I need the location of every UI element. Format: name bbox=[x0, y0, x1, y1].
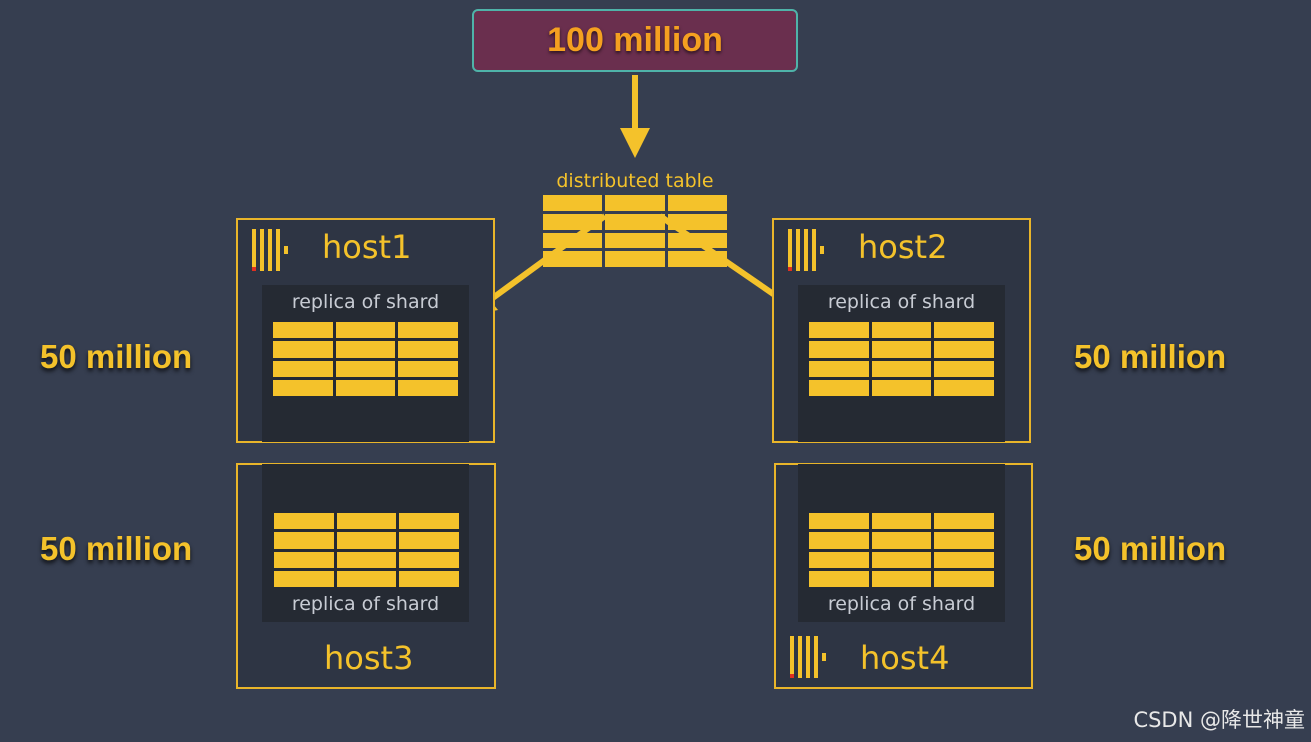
table-cell bbox=[667, 213, 727, 230]
table-cell bbox=[934, 551, 994, 568]
table-cell bbox=[605, 251, 665, 267]
host3-title: host3 bbox=[324, 639, 414, 677]
host1-title: host1 bbox=[322, 228, 412, 266]
table-cell bbox=[274, 532, 334, 549]
table-cell bbox=[667, 251, 727, 267]
table-cell bbox=[871, 551, 932, 568]
table-cell bbox=[398, 341, 458, 358]
table-cell bbox=[605, 195, 665, 211]
table-cell bbox=[934, 360, 994, 377]
table-cell bbox=[605, 232, 665, 249]
table-cell bbox=[335, 379, 396, 396]
table-cell bbox=[336, 532, 397, 549]
watermark: CSDN @降世神童 bbox=[1133, 708, 1305, 732]
host4-shard-grid bbox=[809, 513, 994, 587]
table-cell bbox=[934, 379, 994, 396]
host3-row-count: 50 million bbox=[40, 530, 193, 567]
table-cell bbox=[399, 551, 459, 568]
source-label: 100 million bbox=[547, 21, 723, 59]
table-cell bbox=[809, 322, 869, 339]
table-cell bbox=[399, 513, 459, 530]
replica-label: replica of shard bbox=[291, 291, 440, 313]
clickhouse-logo-icon bbox=[786, 229, 832, 273]
table-cell bbox=[543, 251, 603, 267]
table-cell bbox=[809, 360, 869, 377]
table-cell bbox=[273, 379, 333, 396]
table-cell bbox=[934, 532, 994, 549]
clickhouse-logo-icon bbox=[250, 229, 296, 273]
host2-row-count: 50 million bbox=[1074, 338, 1227, 375]
table-cell bbox=[543, 195, 603, 211]
table-cell bbox=[336, 513, 397, 530]
table-cell bbox=[398, 379, 458, 396]
table-cell bbox=[335, 360, 396, 377]
table-cell bbox=[809, 532, 869, 549]
table-cell bbox=[934, 570, 994, 587]
table-cell bbox=[274, 570, 334, 587]
table-cell bbox=[273, 322, 333, 339]
table-cell bbox=[399, 532, 459, 549]
distributed-table-grid bbox=[543, 195, 727, 267]
table-cell bbox=[934, 322, 994, 339]
table-cell bbox=[273, 341, 333, 358]
table-cell bbox=[667, 195, 727, 211]
table-cell bbox=[543, 232, 603, 249]
table-cell bbox=[871, 322, 932, 339]
host1-row-count: 50 million bbox=[40, 338, 193, 375]
source-box: 100 million bbox=[472, 9, 798, 72]
table-cell bbox=[871, 379, 932, 396]
table-cell bbox=[871, 341, 932, 358]
table-cell bbox=[809, 379, 869, 396]
table-cell bbox=[871, 570, 932, 587]
host3-shard-grid bbox=[274, 513, 459, 587]
table-cell bbox=[809, 551, 869, 568]
host2-title: host2 bbox=[858, 228, 948, 266]
table-cell bbox=[605, 213, 665, 230]
table-cell bbox=[335, 322, 396, 339]
table-cell bbox=[809, 570, 869, 587]
arrow-icon bbox=[620, 75, 650, 158]
table-cell bbox=[398, 360, 458, 377]
clickhouse-logo-icon bbox=[788, 636, 834, 680]
table-cell bbox=[871, 360, 932, 377]
replica-label: replica of shard bbox=[291, 593, 440, 615]
table-cell bbox=[335, 341, 396, 358]
table-cell bbox=[336, 551, 397, 568]
table-cell bbox=[336, 570, 397, 587]
table-cell bbox=[809, 513, 869, 530]
table-cell bbox=[274, 513, 334, 530]
table-cell bbox=[274, 551, 334, 568]
replica-label: replica of shard bbox=[827, 593, 976, 615]
table-cell bbox=[871, 532, 932, 549]
host4-row-count: 50 million bbox=[1074, 530, 1227, 567]
table-cell bbox=[543, 213, 603, 230]
table-cell bbox=[399, 570, 459, 587]
table-cell bbox=[809, 341, 869, 358]
host2-shard-grid bbox=[809, 322, 994, 396]
host1-shard-grid bbox=[273, 322, 458, 396]
table-cell bbox=[871, 513, 932, 530]
table-cell bbox=[934, 341, 994, 358]
host4-title: host4 bbox=[860, 639, 950, 677]
replica-label: replica of shard bbox=[827, 291, 976, 313]
distributed-table-label: distributed table bbox=[556, 170, 714, 192]
table-cell bbox=[667, 232, 727, 249]
table-cell bbox=[398, 322, 458, 339]
table-cell bbox=[934, 513, 994, 530]
table-cell bbox=[273, 360, 333, 377]
